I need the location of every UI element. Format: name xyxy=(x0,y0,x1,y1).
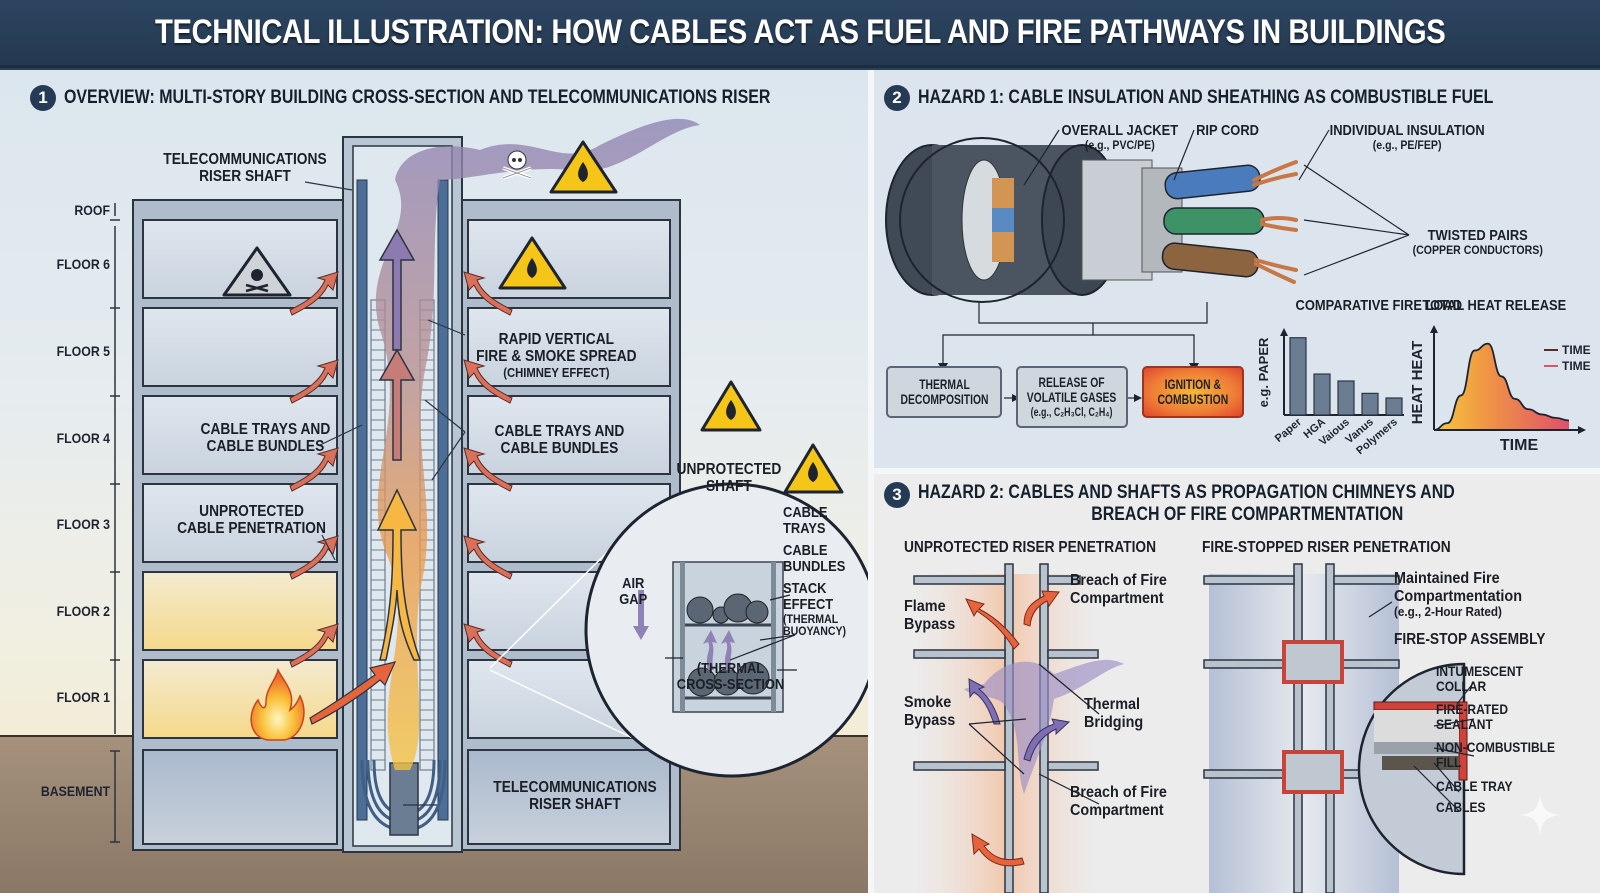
riser-shaft-label-bottom: TELECOMMUNICATIONS RISER SHAFT xyxy=(493,779,657,813)
section-2-header: 2 HAZARD 1: CABLE INSULATION AND SHEATHI… xyxy=(884,85,1600,111)
panel-overview: 1 OVERVIEW: MULTI-STORY BUILDING CROSS-S… xyxy=(0,70,868,893)
title-bar: TECHNICAL ILLUSTRATION: HOW CABLES ACT A… xyxy=(0,0,1600,68)
inset-air-gap-label: AIR GAP xyxy=(619,575,648,608)
inset-caption: (THERMAL CROSS-SECTION xyxy=(676,660,785,693)
cable-tray-label: CABLE TRAY xyxy=(1436,778,1513,794)
firestop-collar xyxy=(1282,640,1344,794)
non-combustible-fill-label: NON-COMBUSTIBLE FILL xyxy=(1436,739,1556,770)
smoke-bypass-label: Smoke Bypass xyxy=(904,694,956,729)
x-tick-label: Paper xyxy=(1273,416,1305,445)
floor-label-roof: ROOF xyxy=(74,202,110,218)
heat-release-chart: TIME HEAT HEAT TIME TIME xyxy=(1409,325,1591,454)
flame-bypass-label: Flame Bypass xyxy=(904,598,956,633)
heat-area xyxy=(1434,343,1569,430)
section-3-header: 3 HAZARD 2: CABLES AND SHAFTS AS PROPAGA… xyxy=(884,482,1557,526)
floor-dimension-marks xyxy=(110,203,120,843)
floor-label-2: FLOOR 2 xyxy=(56,603,110,619)
cables-label: CABLES xyxy=(1436,799,1486,815)
upward-arrow-top xyxy=(378,228,416,351)
smoke-plume xyxy=(375,118,700,770)
bar-paper xyxy=(1289,337,1307,416)
individual-insulation-label: INDIVIDUAL INSULATION (e.g., PE/FEP) xyxy=(1329,122,1485,152)
section-title: HAZARD 1: CABLE INSULATION AND SHEATHING… xyxy=(918,87,1494,108)
floor-label-3: FLOOR 3 xyxy=(56,516,110,532)
cable-cutaway-illustration xyxy=(885,129,1410,402)
firestop-assembly-title: FIRE-STOP ASSEMBLY xyxy=(1394,631,1546,648)
page-title: TECHNICAL ILLUSTRATION: HOW CABLES ACT A… xyxy=(154,13,1446,51)
unprotected-penetration-label: UNPROTECTED CABLE PENETRATION xyxy=(177,503,326,537)
y-axis-arrow xyxy=(1280,328,1288,336)
riser-penetration-diagrams xyxy=(913,563,1475,893)
floor-label-basement: BASEMENT xyxy=(40,783,110,799)
bar-polymers xyxy=(1385,397,1403,416)
cable-trays-label-right: CABLE TRAYS AND CABLE BUNDLES xyxy=(494,423,625,457)
sparkle-icon xyxy=(1520,795,1560,835)
rapid-spread-label: RAPID VERTICAL FIRE & SMOKE SPREAD (CHIM… xyxy=(476,331,637,380)
twisted-pairs-label: TWISTED PAIRS (COPPER CONDUCTORS) xyxy=(1412,227,1543,257)
legend-label: TIME xyxy=(1562,343,1591,357)
firestopped-heading: FIRE-STOPPED RISER PENETRATION xyxy=(1202,539,1451,556)
bar-vaious xyxy=(1337,380,1355,416)
heat-release-chart-title: TOTAL HEAT RELEASE xyxy=(1422,297,1567,314)
panel-hazard-1: 2 HAZARD 1: CABLE INSULATION AND SHEATHI… xyxy=(874,70,1600,468)
legend-label: TIME xyxy=(1562,359,1591,373)
section-number-badge: 2 xyxy=(884,85,910,111)
y-axis-label: e.g. PAPER xyxy=(1256,337,1271,407)
panel-hazard-2: 3 HAZARD 2: CABLES AND SHAFTS AS PROPAGA… xyxy=(874,474,1600,893)
rooms-left xyxy=(142,219,338,845)
y-axis-arrow xyxy=(1430,325,1438,333)
upward-arrow-low xyxy=(376,488,422,661)
panel-divider-horizontal xyxy=(874,468,1600,474)
section-1-header: 1 OVERVIEW: MULTI-STORY BUILDING CROSS-S… xyxy=(30,85,868,111)
fire-icon xyxy=(250,667,305,741)
flow-step-ignition: IGNITION &COMBUSTION xyxy=(1142,366,1244,418)
breach-top-label: Breach of Fire Compartment xyxy=(1070,572,1167,607)
maintained-compartment-label: Maintained Fire Compartmentation (e.g., … xyxy=(1394,570,1523,620)
inset-stack-effect-label: STACK EFFECT (THERMAL BUOYANCY) xyxy=(783,580,847,639)
building-cross-section xyxy=(110,118,868,853)
x-axis-label: TIME xyxy=(1500,437,1539,454)
bar-hga xyxy=(1313,373,1331,416)
panel-divider-vertical xyxy=(868,70,874,893)
inset-cable-trays-label: CABLE TRAYS xyxy=(783,504,828,537)
bar-vanus xyxy=(1361,392,1379,416)
section-number-badge: 1 xyxy=(30,85,56,111)
spread-arrows xyxy=(289,271,513,668)
riser-shaft-label-top: TELECOMMUNICATIONS RISER SHAFT xyxy=(163,151,327,185)
overall-jacket-label: OVERALL JACKET (e.g., PVC/PE) xyxy=(1061,122,1179,152)
floor-label-6: FLOOR 6 xyxy=(56,256,110,272)
thermal-cross-section-inset xyxy=(489,482,868,778)
heat-curve xyxy=(1433,342,1570,431)
section-number-badge: 3 xyxy=(884,482,910,508)
cable-trays-label-left: CABLE TRAYS AND CABLE BUNDLES xyxy=(200,421,331,455)
breach-bottom-label: Breach of Fire Compartment xyxy=(1070,784,1167,819)
rip-cord-label: RIP CORD xyxy=(1196,122,1259,139)
upward-arrow-mid xyxy=(378,348,416,461)
intumescent-collar-label: INTUMESCENT COLLAR xyxy=(1436,663,1523,694)
section-title: HAZARD 2: CABLES AND SHAFTS AS PROPAGATI… xyxy=(918,482,1455,525)
floor-label-4: FLOOR 4 xyxy=(56,430,110,446)
skull-icon-smoke xyxy=(502,150,532,180)
x-axis-arrow xyxy=(1578,426,1586,434)
unprotected-heading: UNPROTECTED RISER PENETRATION xyxy=(904,539,1157,556)
inset-cable-bundles-label: CABLE BUNDLES xyxy=(783,542,846,575)
floor-label-5: FLOOR 5 xyxy=(56,343,110,359)
thermal-bridging-label: Thermal Bridging xyxy=(1084,696,1144,731)
section-title: OVERVIEW: MULTI-STORY BUILDING CROSS-SEC… xyxy=(64,87,771,108)
floor-label-1: FLOOR 1 xyxy=(56,689,110,705)
inset-title: UNPROTECTED SHAFT xyxy=(676,461,782,495)
fire-rated-sealant-label: FIRE-RATED SEALANT xyxy=(1436,701,1509,732)
y-axis-label: HEAT HEAT xyxy=(1409,341,1426,425)
skull-warning-icon-floor6 xyxy=(222,246,292,297)
fire-load-chart-title: COMPARATIVE FIRE LOAD xyxy=(1295,297,1463,314)
fire-arrow xyxy=(309,661,397,725)
